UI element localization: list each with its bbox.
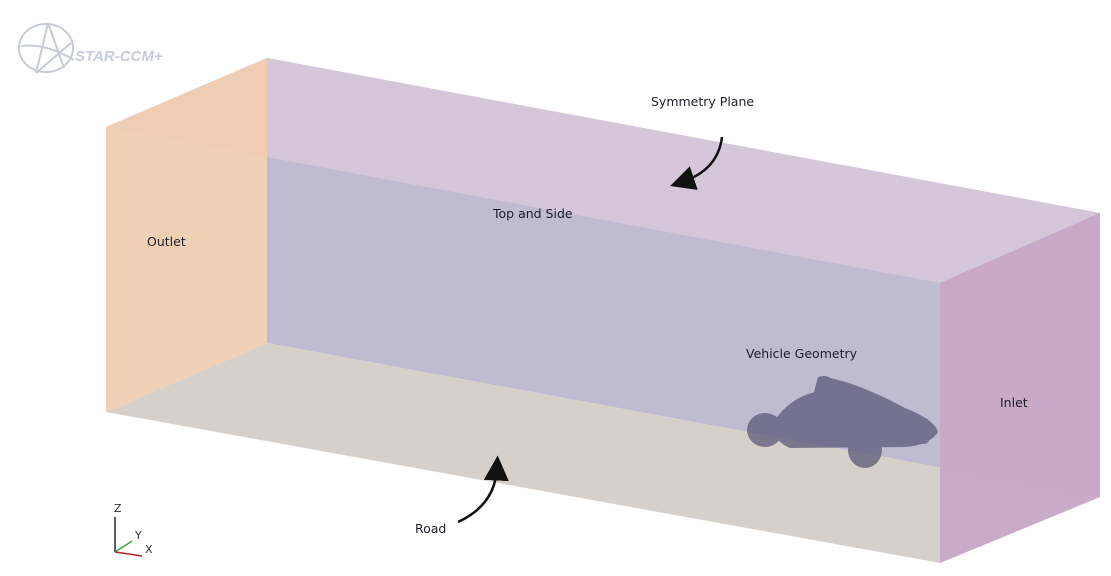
car-w1-shape — [747, 413, 783, 447]
road-label: Road — [415, 521, 447, 536]
inlet-label: Inlet — [1000, 395, 1028, 410]
axis-x-label: X — [145, 543, 153, 556]
vehicle-geometry — [747, 376, 938, 468]
axis-z-label: Z — [114, 502, 122, 515]
vehicle-geometry-label: Vehicle Geometry — [746, 346, 858, 361]
inlet-face — [940, 213, 1100, 563]
star-logo-icon — [18, 22, 75, 74]
outlet-face — [106, 58, 267, 412]
symmetry-plane-label: Symmetry Plane — [651, 94, 755, 109]
car-w2-shape — [848, 432, 882, 468]
symmetry-plane-face — [106, 58, 1100, 283]
car-nose-shape — [905, 418, 929, 444]
axis-triad — [114, 517, 143, 557]
car-body-shape — [774, 378, 938, 448]
road-face — [106, 343, 1100, 563]
outlet-label: Outlet — [147, 234, 186, 249]
car-fin-shape — [814, 376, 832, 392]
symmetry-plane-arrow — [670, 136, 724, 190]
star-ccm-logo — [16, 18, 86, 82]
road-arrow — [457, 455, 509, 524]
axis-y-label: Y — [135, 529, 142, 542]
top-and-side-label: Top and Side — [493, 206, 573, 221]
logo-text: STAR-CCM+ — [75, 48, 163, 65]
